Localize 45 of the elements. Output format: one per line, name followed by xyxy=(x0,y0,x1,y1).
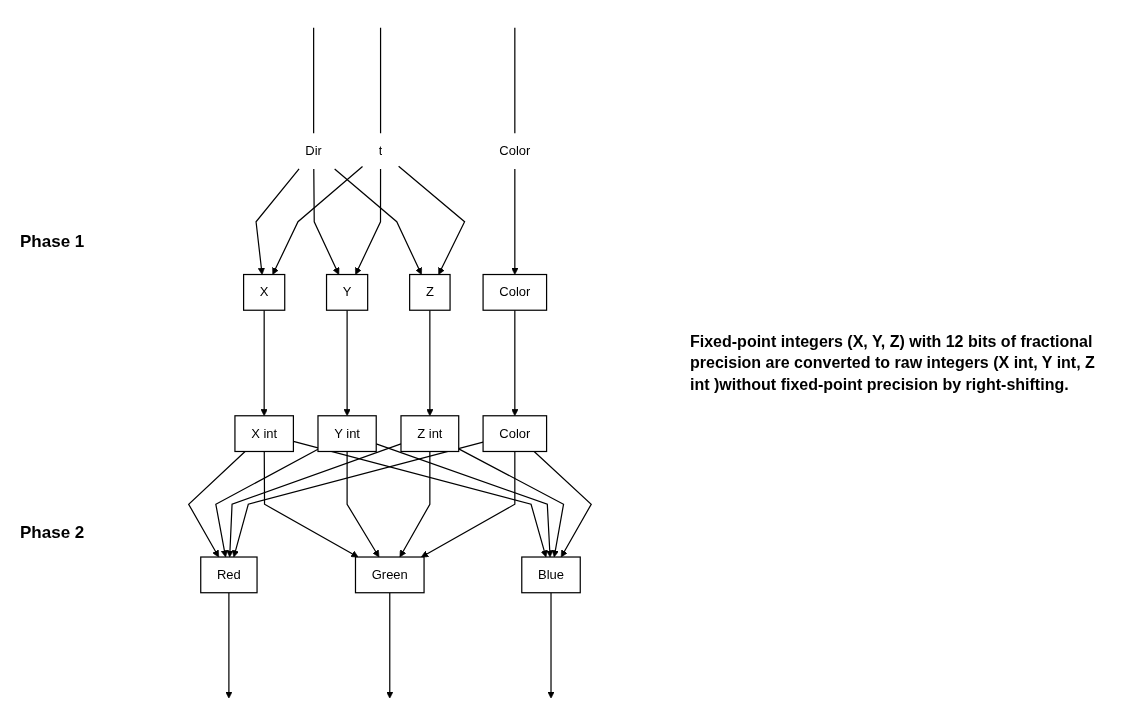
arrow xyxy=(398,165,466,275)
node-box xyxy=(317,415,377,453)
arrow xyxy=(399,450,431,558)
arrow xyxy=(355,168,382,275)
phase-label: Phase 2 xyxy=(20,522,85,543)
arrow xyxy=(346,450,380,558)
node-box xyxy=(325,273,369,311)
arrow xyxy=(386,592,394,699)
arrow xyxy=(343,309,351,417)
connector xyxy=(514,27,516,134)
arrow xyxy=(313,168,340,275)
arrow xyxy=(215,448,319,558)
phase-label: Phase 1 xyxy=(20,232,85,253)
note-text: Fixed-point integers (X, Y, Z) with 12 bits of fractional precision are converted to raw integers (X int, Y int, Z int )without fixed-point precision by right-shifting. xyxy=(690,331,1096,395)
arrow xyxy=(225,592,233,699)
arrow xyxy=(421,450,516,558)
node-text: Color xyxy=(499,143,531,158)
connector xyxy=(380,27,382,134)
node-box xyxy=(482,415,548,453)
node-box xyxy=(482,273,548,311)
node-box xyxy=(521,556,581,594)
node-box xyxy=(200,556,258,594)
arrow xyxy=(187,450,246,558)
arrow xyxy=(263,450,359,558)
arrow xyxy=(547,592,555,699)
arrow xyxy=(260,309,268,417)
arrow xyxy=(511,168,519,275)
arrow xyxy=(533,450,593,558)
node-box xyxy=(243,273,286,311)
arrow xyxy=(226,443,402,558)
flow-diagram: Dir t Color X Y Z Color X int Y int Z int Color Red Green Blue xyxy=(134,5,646,721)
connector xyxy=(313,27,315,134)
arrow xyxy=(426,309,434,417)
node-box xyxy=(234,415,295,453)
arrow xyxy=(458,448,565,558)
arrow xyxy=(232,441,484,558)
arrow xyxy=(334,168,423,275)
node-box xyxy=(354,556,425,594)
node-box xyxy=(409,273,451,311)
node-box xyxy=(400,415,460,453)
node-text: Dir xyxy=(305,143,322,158)
node-text: t xyxy=(378,143,383,158)
arrow xyxy=(272,165,364,275)
arrow xyxy=(511,309,519,417)
arrow xyxy=(255,168,300,275)
